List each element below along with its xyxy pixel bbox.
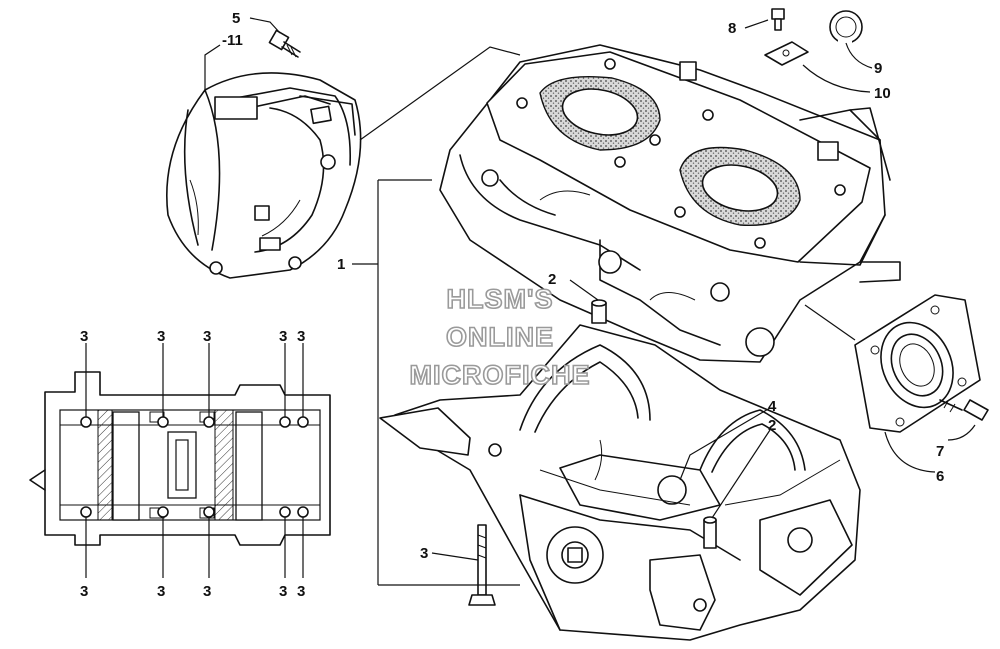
seal-plate-illustration [854,294,981,433]
bracket-item-10 [764,41,809,66]
inset-callout-bottom-1: 3 [80,583,88,600]
callout-9: 9 [874,60,882,77]
long-bolt-item-3 [468,524,496,606]
inset-callout-bottom-3: 3 [203,583,211,600]
watermark-line-1: HLSM'S [447,284,554,314]
crankcase-bolt-pattern-inset [29,343,331,578]
callout-5: 5 [232,10,240,27]
lower-crankcase-illustration [379,324,861,641]
inset-callout-top-3: 3 [203,328,211,345]
callout-2-lower: 2 [768,417,776,434]
callout-7: 7 [936,443,944,460]
callout-6: 6 [936,468,944,485]
bolt-item-7 [939,399,989,421]
bolt-item-5 [268,29,301,58]
snap-ring-item-9 [829,10,863,46]
dowel-pin-item-2-lower [703,516,717,549]
callout-11: -11 [222,32,243,49]
watermark: HLSM'S ONLINE MICROFICHE [409,283,591,391]
callout-2-upper: 2 [548,271,556,288]
inset-callout-bottom-4: 3 [279,583,287,600]
upper-crankcase-illustration [439,44,901,363]
callout-10: 10 [874,85,891,102]
inset-callout-bottom-5: 3 [297,583,305,600]
inset-callout-top-4: 3 [279,328,287,345]
flywheel-housing-illustration [166,72,362,279]
callout-4: 4 [768,398,777,415]
sensor-item-8 [771,8,785,31]
inset-callout-bottom-2: 3 [157,583,165,600]
callout-8: 8 [728,20,736,37]
watermark-line-2: ONLINE [446,322,554,352]
callout-labels: 1 2 2 3 4 5 6 7 8 9 10 -11 3 3 3 3 3 3 3… [80,10,944,600]
inset-callout-top-5: 3 [297,328,305,345]
leader-lines [204,17,976,586]
inset-callout-top-1: 3 [80,328,88,345]
inset-callout-top-2: 3 [157,328,165,345]
watermark-line-3: MICROFICHE [410,360,591,390]
callout-1: 1 [337,256,345,273]
callout-3: 3 [420,545,428,562]
dowel-pin-item-2-upper [591,299,607,324]
